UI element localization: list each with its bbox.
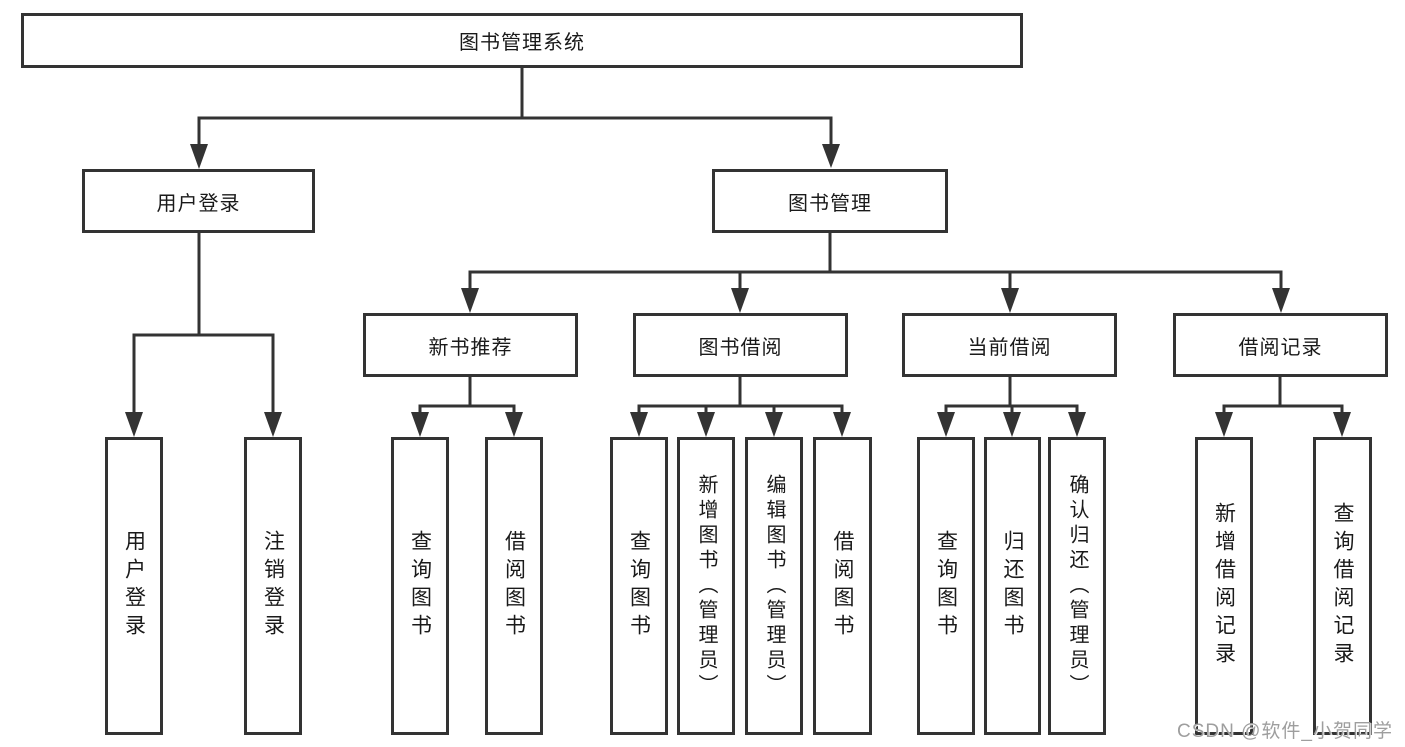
- leaf-br-query-record-label: 查询借阅记录: [1331, 502, 1354, 670]
- leaf-bb-add-books-admin: 新增图书（管理员）: [677, 437, 735, 735]
- connector-book-mgmt-to-level3: [461, 233, 1290, 313]
- leaf-user-login: 用户登录: [105, 437, 163, 735]
- node-book-borrow: 图书借阅: [633, 313, 848, 377]
- leaf-cb-confirm-return-admin-label: 确认归还（管理员）: [1066, 473, 1088, 699]
- connector-root-to-level2: [190, 68, 840, 169]
- leaf-rec-borrow-books-label: 借阅图书: [502, 530, 526, 642]
- node-user-login: 用户登录: [82, 169, 315, 233]
- node-book-mgmt-label: 图书管理: [788, 192, 872, 215]
- leaf-cb-return-books-label: 归还图书: [1001, 530, 1024, 642]
- node-current-borrow: 当前借阅: [902, 313, 1117, 377]
- node-book-borrow-label: 图书借阅: [698, 336, 783, 359]
- node-root: 图书管理系统: [21, 13, 1023, 68]
- node-root-label: 图书管理系统: [459, 32, 585, 54]
- node-new-book-rec-label: 新书推荐: [428, 336, 513, 359]
- leaf-rec-query-books: 查询图书: [391, 437, 449, 735]
- leaf-user-login-label: 用户登录: [122, 530, 146, 642]
- node-book-mgmt: 图书管理: [712, 169, 948, 233]
- leaf-bb-edit-books-admin: 编辑图书（管理员）: [745, 437, 803, 735]
- leaf-cb-confirm-return-admin: 确认归还（管理员）: [1048, 437, 1106, 735]
- node-user-login-label: 用户登录: [156, 192, 241, 215]
- leaf-logout: 注销登录: [244, 437, 302, 735]
- leaf-cb-query-books-label: 查询图书: [934, 530, 958, 642]
- leaf-cb-query-books: 查询图书: [917, 437, 975, 735]
- connector-user-login-to-leaves: [125, 233, 282, 437]
- connector-book-borrow-to-leaves: [630, 377, 851, 437]
- leaf-bb-edit-books-admin-label: 编辑图书（管理员）: [763, 473, 785, 699]
- leaf-bb-borrow-books-label: 借阅图书: [831, 530, 854, 642]
- connector-current-borrow-to-leaves: [937, 377, 1086, 437]
- node-borrow-records: 借阅记录: [1173, 313, 1388, 377]
- node-current-borrow-label: 当前借阅: [967, 336, 1052, 359]
- connector-borrow-records-to-leaves: [1215, 377, 1351, 437]
- csdn-watermark: CSDN @软件_小贺同学: [1177, 721, 1393, 742]
- node-borrow-records-label: 借阅记录: [1238, 336, 1323, 359]
- connector-new-book-rec-to-leaves: [411, 377, 523, 437]
- leaf-br-add-record: 新增借阅记录: [1195, 437, 1253, 735]
- leaf-bb-query-books-label: 查询图书: [627, 530, 651, 642]
- leaf-bb-borrow-books: 借阅图书: [813, 437, 872, 735]
- leaf-bb-query-books: 查询图书: [610, 437, 668, 735]
- leaf-cb-return-books: 归还图书: [984, 437, 1041, 735]
- leaf-br-add-record-label: 新增借阅记录: [1212, 502, 1236, 670]
- leaf-br-query-record: 查询借阅记录: [1313, 437, 1372, 735]
- node-new-book-rec: 新书推荐: [363, 313, 578, 377]
- leaf-rec-borrow-books: 借阅图书: [485, 437, 543, 735]
- leaf-rec-query-books-label: 查询图书: [408, 530, 432, 642]
- leaf-bb-add-books-admin-label: 新增图书（管理员）: [695, 473, 717, 699]
- leaf-logout-label: 注销登录: [261, 530, 285, 642]
